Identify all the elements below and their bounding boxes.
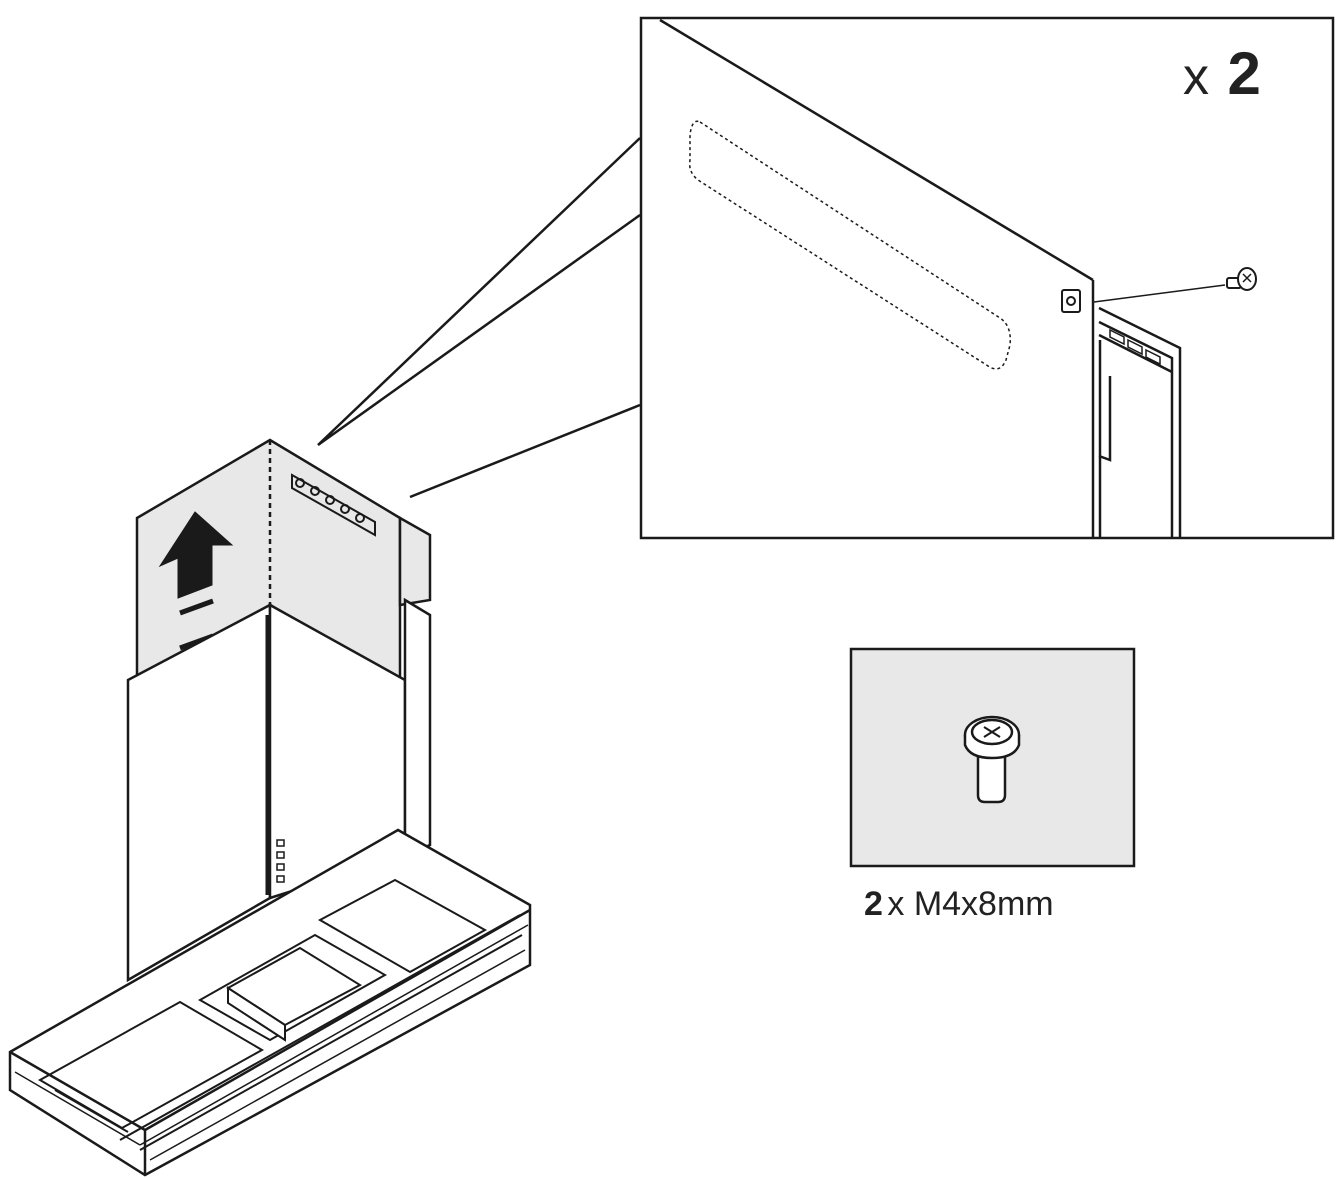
- parts-panel: 2 x M4x8mm: [849, 647, 1136, 923]
- hood-motor-box: [226, 946, 363, 1042]
- up-arrow-icon: [158, 511, 234, 599]
- screw-quantity: 2: [864, 885, 883, 923]
- dashed-slot-outline: [688, 120, 1012, 370]
- chimney-top-edge: [659, 18, 1094, 282]
- upper-chimney-slots: [291, 473, 376, 537]
- detail-screw-icon: [1226, 267, 1257, 291]
- screw-icon: [963, 715, 1021, 804]
- screw-hole: [1061, 289, 1081, 313]
- hood-filter-panels: [37, 878, 523, 1151]
- hood-edge-details: [14, 924, 529, 1161]
- detail-count-label: x 2: [1183, 40, 1261, 107]
- screw-spec-label: 2 x M4x8mm: [864, 885, 1054, 923]
- lower-chimney-section: [126, 597, 432, 983]
- screw-spec: x M4x8mm: [887, 885, 1053, 923]
- count-value: 2: [1227, 40, 1260, 107]
- detail-frame: [639, 16, 1335, 540]
- inner-chimney-section: [1098, 306, 1182, 538]
- callout-lines: [317, 137, 641, 499]
- count-prefix: x: [1183, 48, 1209, 106]
- chimney-hood-illustration: [8, 438, 532, 1177]
- inner-chimney-slots: [1109, 328, 1161, 366]
- lower-chimney-holes: [276, 839, 285, 883]
- screw-guide-line: [1093, 284, 1226, 303]
- detail-inset: x 2: [317, 16, 1335, 540]
